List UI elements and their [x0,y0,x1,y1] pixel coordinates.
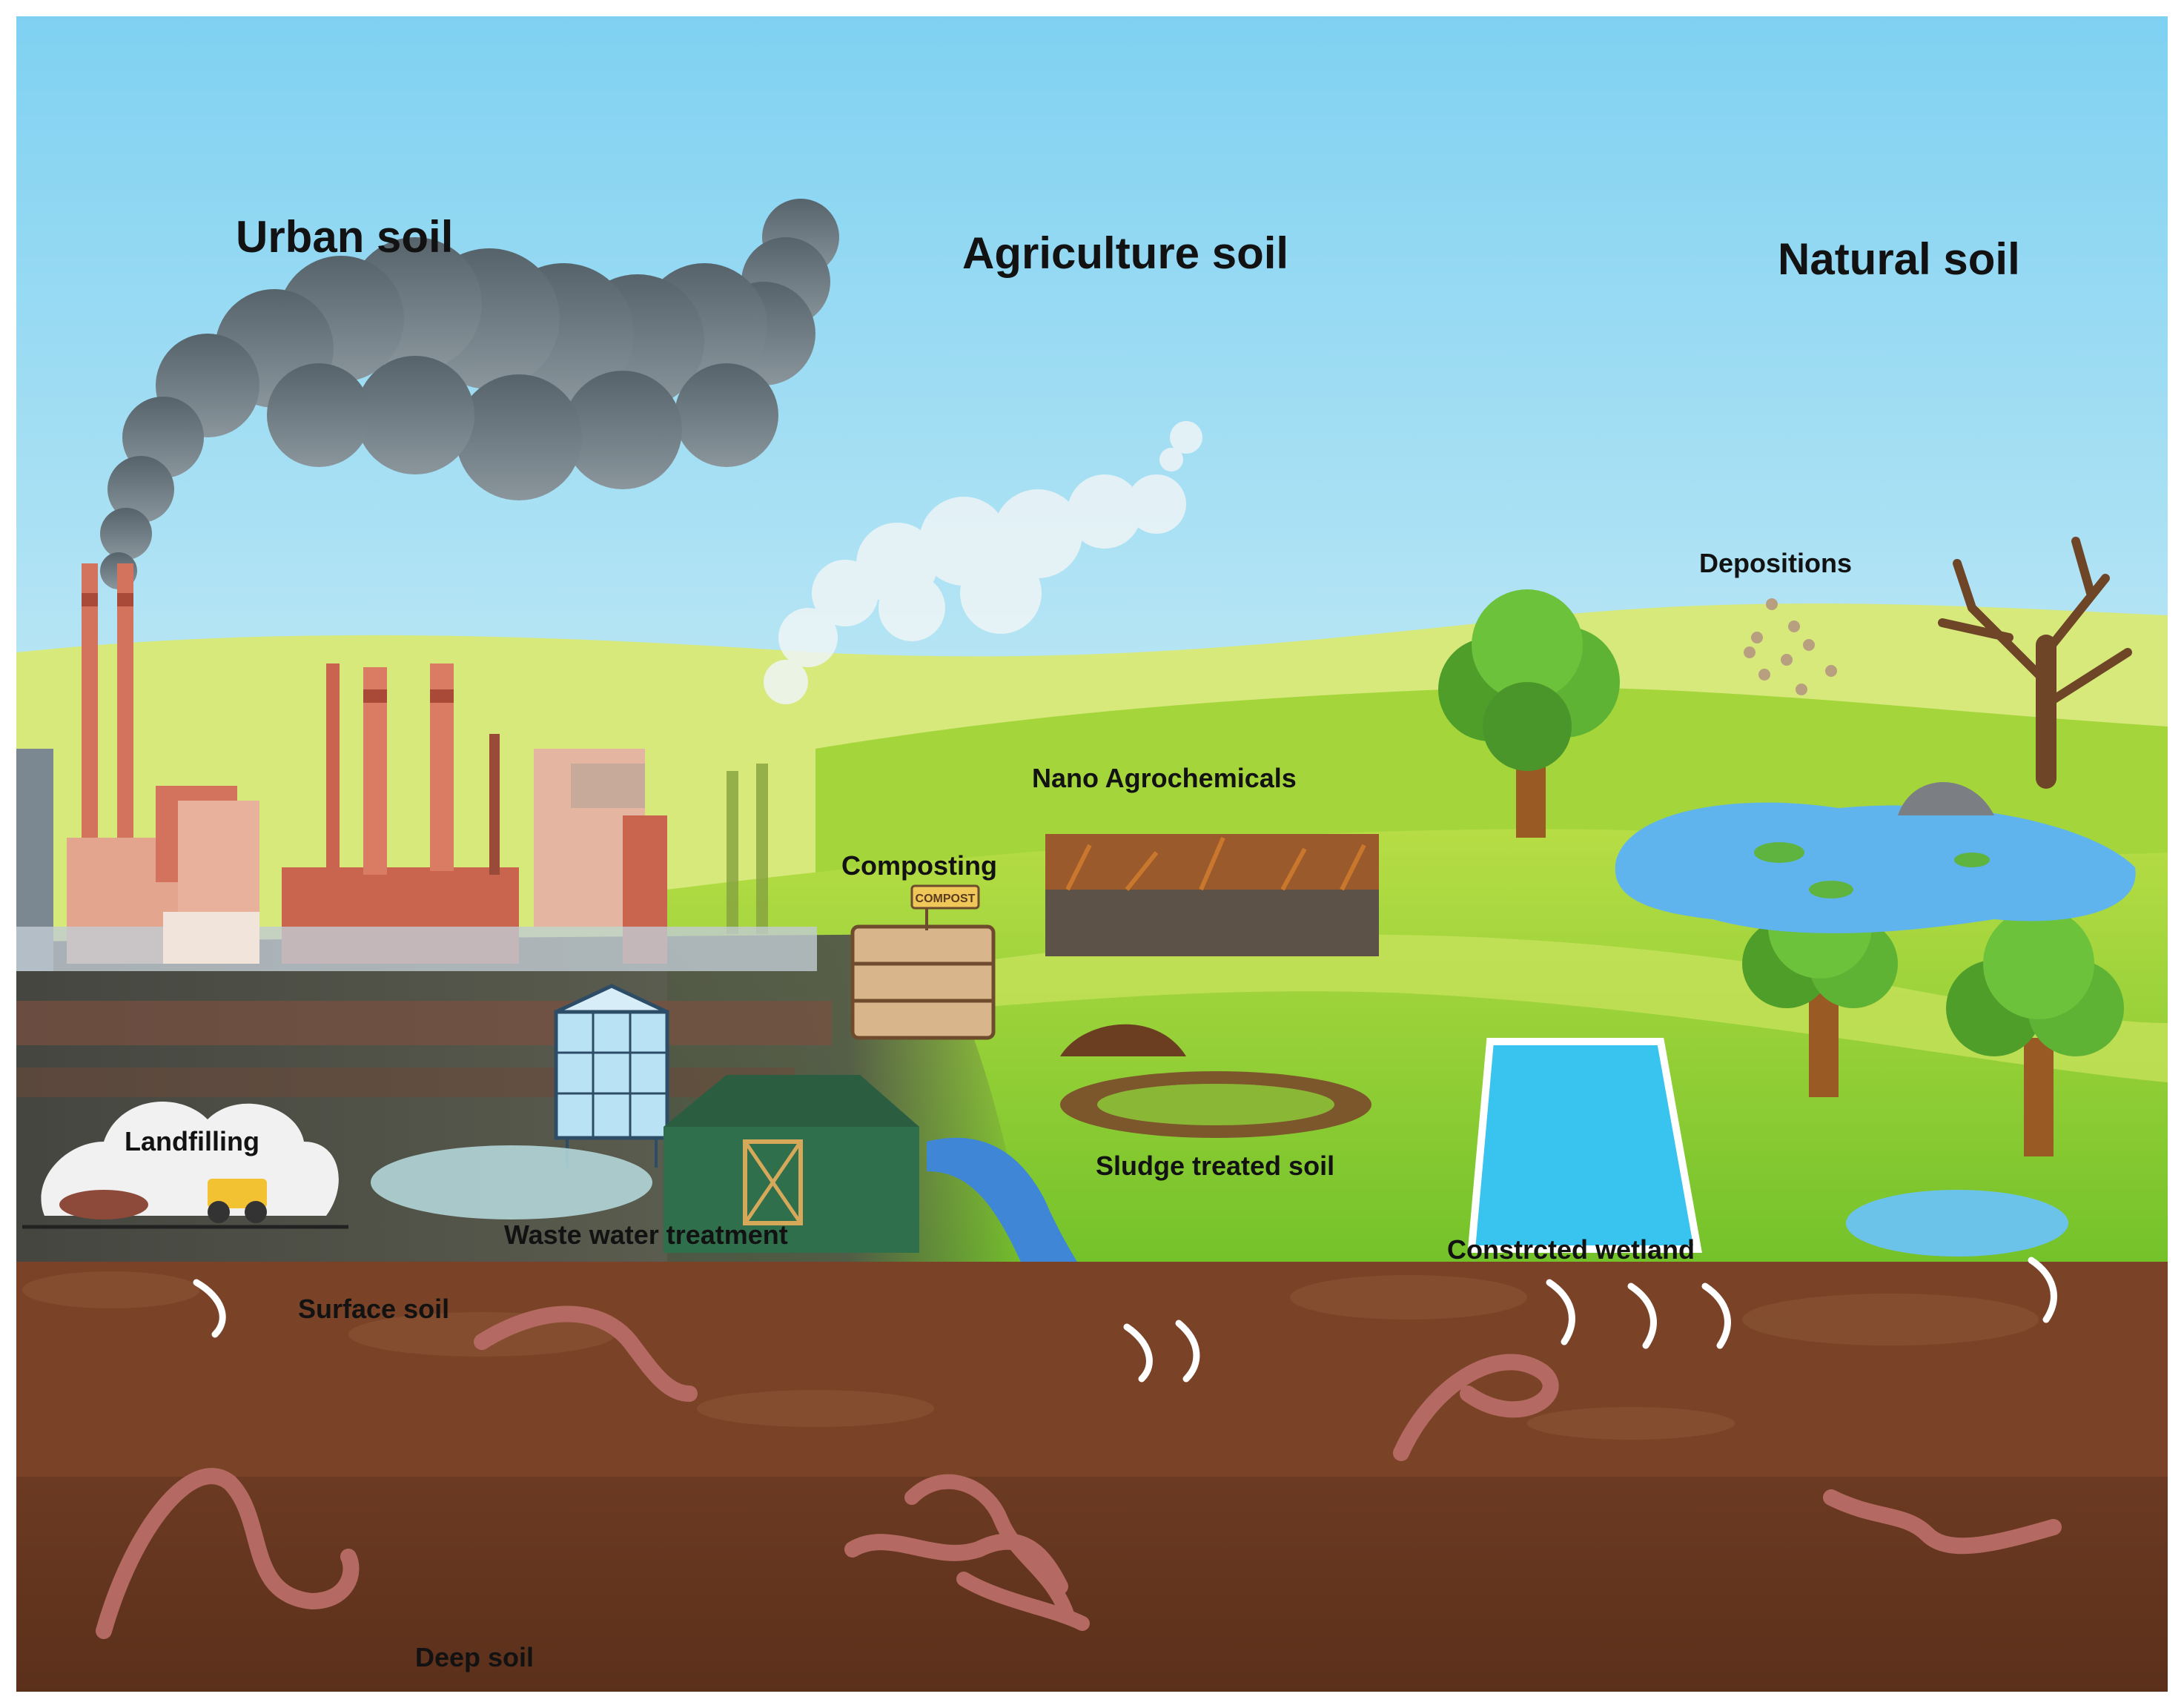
water-tank [554,984,669,1168]
nano-agrochemicals-field [1045,834,1379,956]
factory-smoke [100,199,839,589]
surface-soil-label: Surface soil [298,1294,450,1324]
earthworms [96,1305,2062,1639]
urban-road-2 [16,1068,795,1097]
waste-water-treatment-label: Waste water treatment [504,1219,788,1250]
urban-soil-title: Urban soil [236,212,454,262]
waste-water-puddle [371,1145,652,1219]
factory-complex [16,563,817,971]
natural-soil-title: Natural soil [1778,234,2020,284]
deposition-particles [1744,598,1837,695]
agriculture-soil-title: Agriculture soil [962,228,1289,278]
compost-sign-text: COMPOST [916,893,976,905]
nano-agrochemicals-label: Nano Agrochemicals [1032,763,1297,793]
surface-soil-layer [16,1262,2168,1477]
landfill-site [22,1102,348,1229]
landfilling-label: Landfilling [125,1126,259,1156]
sludge-pile [1060,1024,1371,1138]
small-puddle [1846,1190,2068,1257]
tree-3 [1946,908,2124,1156]
dead-tree [1938,537,2132,789]
wetland-pool [1467,1038,1702,1253]
tree-1 [1438,589,1620,838]
leaching-arrows [193,1257,2057,1383]
compost-box: COMPOST [850,884,996,1040]
depositions-label: Depositions [1699,548,1853,578]
treatment-barn [664,1075,919,1253]
deep-soil-layer [16,1477,2168,1692]
composting-label: Composting [841,850,997,881]
steam-plume [764,421,1202,704]
urban-road [16,1001,832,1045]
pond [1615,782,2136,933]
constructed-wetland-label: Constrcted wetland [1447,1234,1695,1265]
sludge-treated-soil-label: Sludge treated soil [1096,1151,1335,1181]
deep-soil-label: Deep soil [415,1642,535,1672]
grass-path [964,934,2168,1082]
